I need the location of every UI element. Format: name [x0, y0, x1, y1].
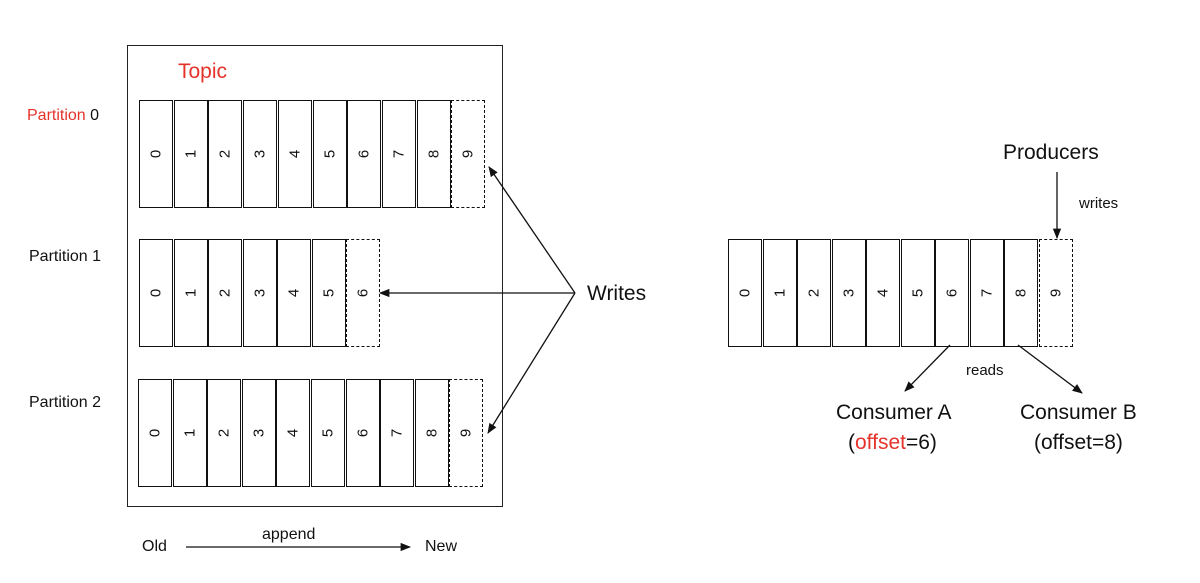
writes-small-label: writes	[1079, 195, 1119, 212]
consumer-b-name: Consumer B	[1020, 401, 1137, 424]
consumer-a-paren: (	[848, 431, 855, 454]
p1-segment: 4	[277, 239, 311, 347]
consumer-a-read-arrow	[904, 344, 951, 392]
log-segment: 5	[900, 239, 935, 347]
partition-label-0: Partition 0	[27, 108, 99, 124]
log-segment: 2	[797, 239, 831, 347]
partition-word-0: Partition	[27, 107, 86, 124]
log-segment: 1	[762, 239, 797, 347]
p2-segment: 5	[311, 379, 345, 487]
p2-segment: 7	[380, 379, 415, 487]
log-segment: 3	[831, 239, 866, 347]
topic-box	[127, 45, 503, 507]
log-segment: 4	[866, 239, 900, 347]
p2-next-segment: 9	[449, 379, 484, 487]
p1-segment: 1	[173, 239, 208, 347]
p1-segment: 5	[311, 239, 346, 347]
timeline-new: New	[425, 538, 458, 555]
p0-segment: 7	[381, 100, 416, 208]
timeline-old: Old	[142, 538, 167, 555]
write-arrow-p2	[487, 292, 576, 434]
p0-segment: 0	[139, 100, 173, 208]
log-segment: 7	[969, 239, 1004, 347]
partition-word-2: Partition	[29, 394, 88, 411]
p2-segment: 6	[345, 379, 380, 487]
writes-label: Writes	[587, 282, 647, 305]
write-arrow-p0	[488, 166, 576, 294]
p0-segment: 2	[208, 100, 243, 208]
producers-label: Producers	[1003, 141, 1099, 164]
partition-word-1: Partition	[29, 248, 88, 265]
p0-segment: 6	[347, 100, 382, 208]
consumer-a-offset-word: offset	[855, 431, 906, 454]
p2-segment: 0	[138, 379, 172, 487]
partition-num-1: 1	[92, 248, 102, 265]
p2-segment: 2	[207, 379, 242, 487]
partition-label-1: Partition 1	[29, 249, 101, 265]
p1-segment: 0	[139, 239, 173, 347]
p0-next-segment: 9	[451, 100, 486, 208]
p0-segment: 5	[312, 100, 347, 208]
p2-segment: 4	[276, 379, 311, 487]
consumer-b-offset: (offset=8)	[1034, 431, 1123, 454]
p1-segment: 3	[242, 239, 277, 347]
consumer-a-name: Consumer A	[836, 401, 952, 424]
p0-segment: 4	[277, 100, 312, 208]
timeline-append: append	[262, 526, 316, 543]
p2-segment: 3	[241, 379, 276, 487]
p1-segment: 2	[208, 239, 242, 347]
log-segment: 6	[935, 239, 969, 347]
p2-segment: 1	[172, 379, 207, 487]
log-next-segment: 9	[1038, 239, 1073, 347]
reads-label: reads	[966, 362, 1004, 379]
p0-segment: 8	[416, 100, 451, 208]
partition-label-2: Partition 2	[29, 395, 101, 411]
partition-num-0: 0	[90, 107, 100, 124]
consumer-a-offset: (offset=6)	[848, 432, 937, 453]
consumer-b-read-arrow	[1017, 344, 1083, 394]
p0-segment: 1	[173, 100, 208, 208]
topic-title: Topic	[178, 60, 228, 83]
partition-num-2: 2	[92, 394, 102, 411]
log-segment: 0	[728, 239, 762, 347]
p0-segment: 3	[243, 100, 278, 208]
consumer-a-offset-value: =6)	[905, 431, 937, 454]
p2-segment: 8	[414, 379, 449, 487]
